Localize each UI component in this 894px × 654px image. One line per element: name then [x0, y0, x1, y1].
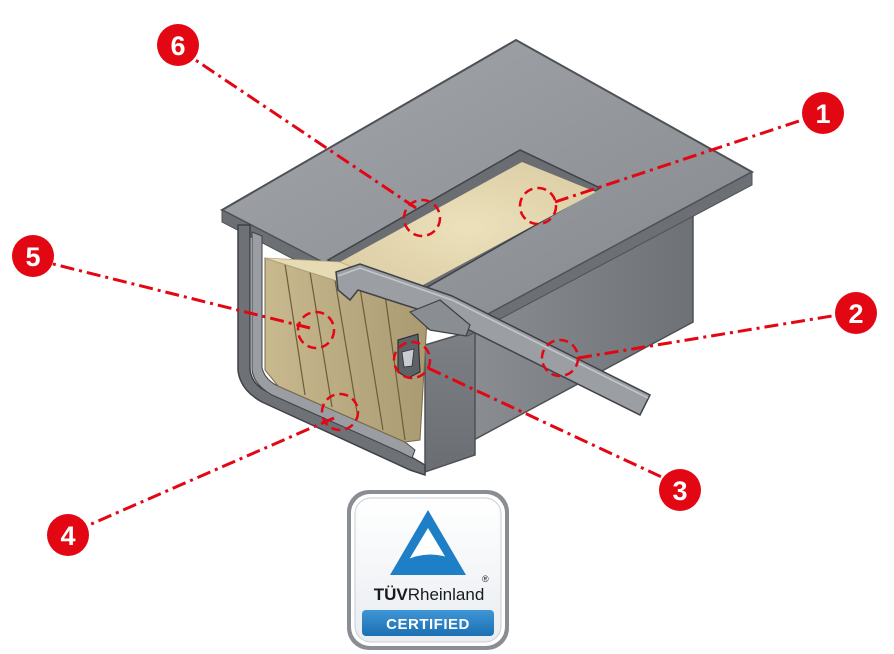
ring-6 — [402, 198, 442, 238]
callout-6: 6 — [157, 24, 199, 66]
callout-1-label: 1 — [815, 99, 830, 129]
leader-2 — [577, 313, 839, 360]
insulation-top — [340, 162, 596, 292]
callout-badges: 1 2 3 4 5 6 — [12, 24, 877, 556]
tuv-brand-text: TÜVRheinland — [374, 585, 485, 604]
lid-lever — [335, 263, 652, 417]
tuv-brand-tuv: TÜV — [374, 585, 409, 604]
ring-2 — [540, 338, 580, 378]
callout-leaders — [44, 53, 839, 530]
leader-5 — [44, 260, 311, 330]
leader-4 — [81, 416, 335, 530]
callout-5: 5 — [12, 235, 54, 277]
tuv-registered-mark: ® — [482, 574, 489, 584]
section-outer-channel — [237, 224, 426, 477]
leader-1 — [554, 116, 809, 204]
callout-3-label: 3 — [672, 476, 687, 506]
tuv-triangle-icon — [390, 510, 466, 575]
ring-3 — [392, 340, 432, 380]
callout-3: 3 — [659, 469, 701, 511]
ring-1 — [518, 186, 558, 226]
seal-inner — [401, 348, 415, 368]
callout-2-label: 2 — [848, 299, 863, 329]
leader-6 — [187, 53, 417, 210]
callout-2: 2 — [835, 292, 877, 334]
ring-5 — [296, 310, 336, 350]
callout-rings — [296, 186, 580, 432]
tuv-certified-label: CERTIFIED — [386, 616, 470, 633]
insulation-stripes — [284, 263, 406, 441]
tuv-brand-rest: Rheinland — [408, 585, 485, 604]
tuv-certified-badge: TÜVRheinland ® CERTIFIED — [347, 490, 509, 650]
leader-3 — [427, 366, 669, 482]
lid-lever-edge — [337, 267, 649, 399]
callout-4: 4 — [47, 514, 89, 556]
callout-6-label: 6 — [170, 31, 185, 61]
steel-box — [219, 38, 755, 477]
front-flange — [408, 299, 471, 337]
section-inner-channel — [251, 231, 416, 459]
box-front-wall — [424, 328, 476, 474]
callout-1: 1 — [802, 92, 844, 134]
callout-4-label: 4 — [60, 521, 75, 551]
ring-4 — [320, 392, 360, 432]
callout-5-label: 5 — [25, 242, 40, 272]
